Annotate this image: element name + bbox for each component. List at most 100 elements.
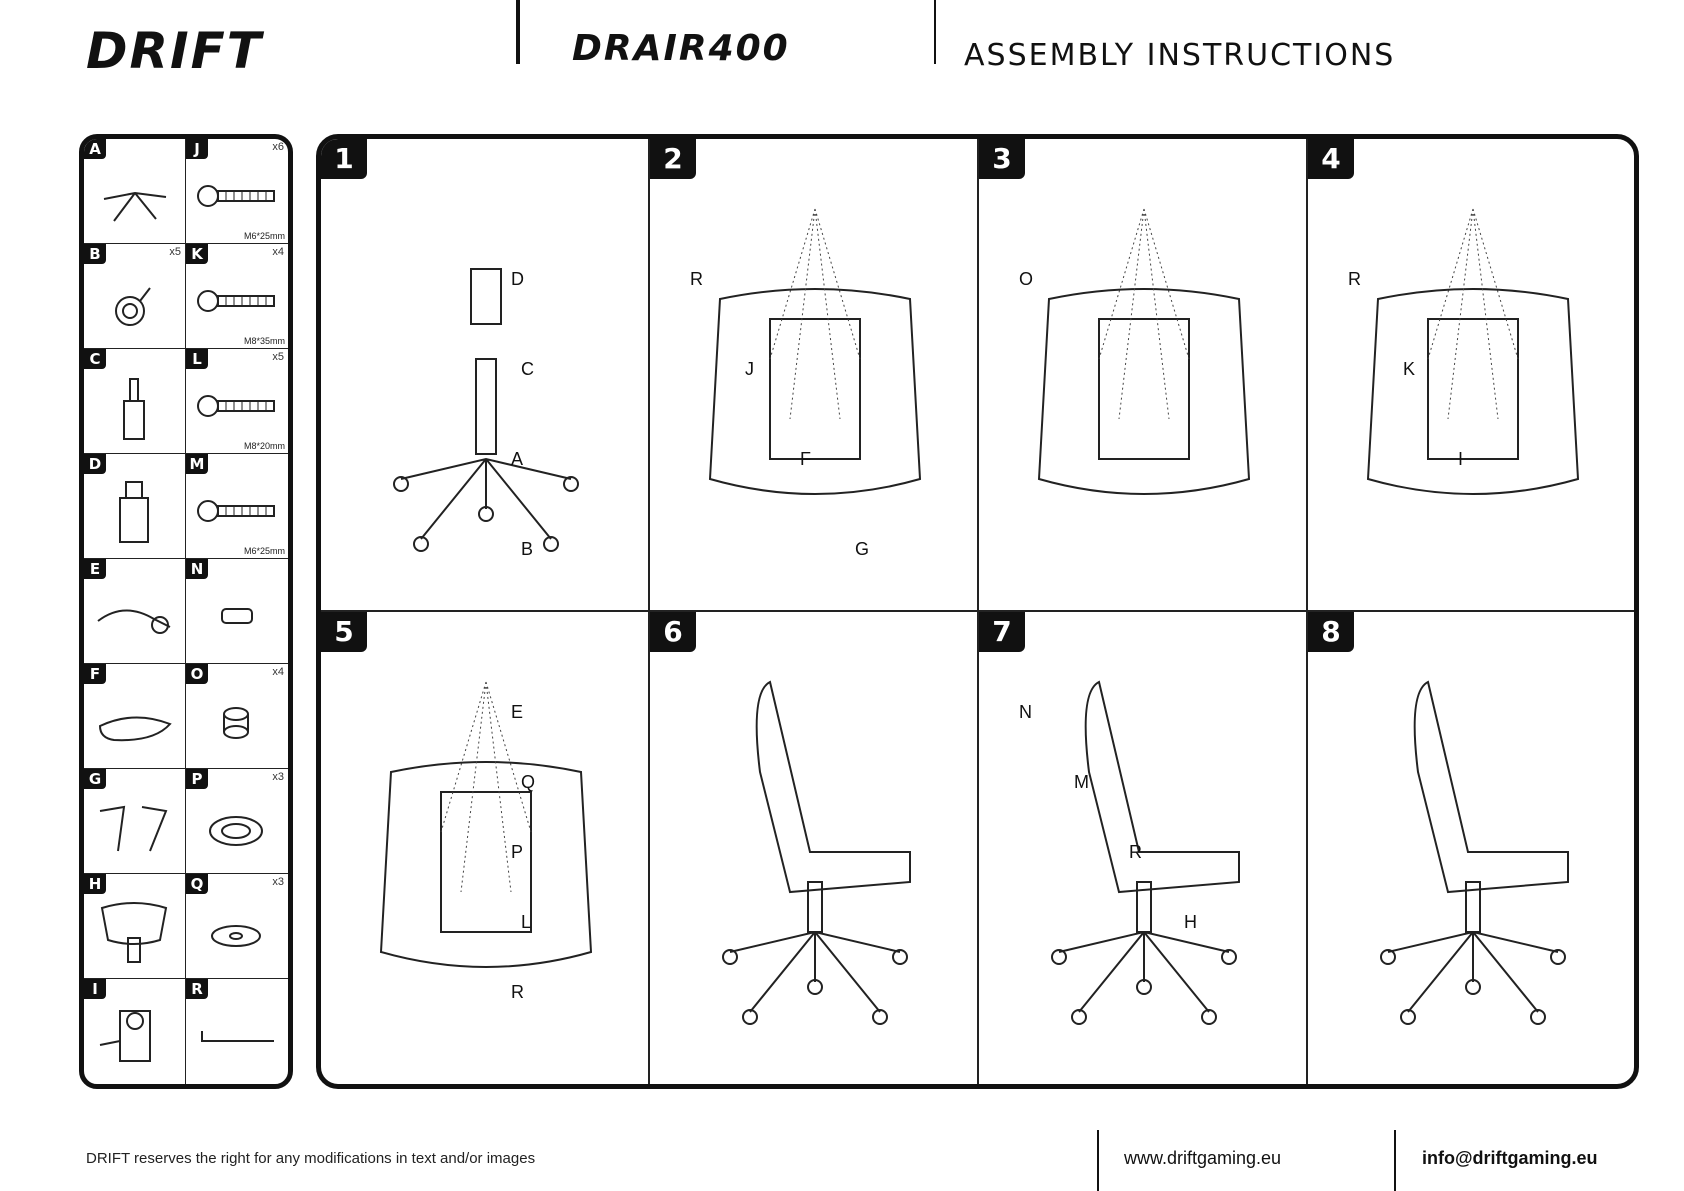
- callout-label: N: [1019, 702, 1032, 723]
- model-logo: DRAIR400: [572, 28, 790, 69]
- part-letter: H: [84, 874, 106, 894]
- callout-label: H: [1184, 912, 1197, 933]
- step-panel-8: 8: [1308, 612, 1634, 1084]
- part-letter: G: [84, 769, 106, 789]
- part-letter: F: [84, 664, 106, 684]
- step-illustration: [680, 179, 950, 599]
- part-cell-m: M M6*25mm: [186, 454, 288, 559]
- part-quantity: x4: [272, 666, 284, 678]
- callout-label: R: [1129, 842, 1142, 863]
- callout-label: O: [1019, 269, 1033, 290]
- part-letter: I: [84, 979, 106, 999]
- footer-divider: [1097, 1130, 1099, 1191]
- step-number: 2: [650, 139, 696, 179]
- tilt-mechanism-icon: [94, 1001, 176, 1071]
- part-quantity: x6: [272, 141, 284, 153]
- flat-washer-icon: [196, 896, 278, 966]
- callout-label: R: [511, 982, 524, 1003]
- bolt-icon: [196, 266, 278, 336]
- callout-label: G: [855, 539, 869, 560]
- part-cell-d: D: [84, 454, 186, 559]
- part-cell-i: I: [84, 979, 186, 1084]
- callout-label: J: [745, 359, 754, 380]
- part-cell-e: E: [84, 559, 186, 664]
- header-divider: [516, 0, 520, 64]
- step-illustration: [680, 652, 950, 1072]
- part-letter: M: [186, 454, 208, 474]
- seat-icon: [94, 686, 176, 756]
- part-quantity: x5: [169, 246, 181, 258]
- email-link[interactable]: info@driftgaming.eu: [1422, 1148, 1598, 1169]
- part-quantity: x3: [272, 771, 284, 783]
- callout-label: M: [1074, 772, 1089, 793]
- part-letter: R: [186, 979, 208, 999]
- step-illustration: [1009, 652, 1279, 1072]
- part-quantity: x3: [272, 876, 284, 888]
- part-letter: J: [186, 139, 208, 159]
- part-spec: M6*25mm: [244, 231, 285, 241]
- part-letter: L: [186, 349, 208, 369]
- page-title: ASSEMBLY INSTRUCTIONS: [964, 38, 1395, 73]
- bolt-icon: [196, 476, 278, 546]
- header-divider: [934, 0, 936, 64]
- part-spec: M6*25mm: [244, 546, 285, 556]
- step-illustration: [1338, 179, 1608, 599]
- part-cell-h: H: [84, 874, 186, 979]
- website-link[interactable]: www.driftgaming.eu: [1124, 1148, 1281, 1169]
- part-letter: A: [84, 139, 106, 159]
- star-base-icon: [94, 161, 176, 231]
- part-letter: E: [84, 559, 106, 579]
- callout-label: P: [511, 842, 523, 863]
- part-quantity: x4: [272, 246, 284, 258]
- step-number: 7: [979, 612, 1025, 652]
- step-illustration: [1009, 179, 1279, 599]
- allen-key-icon: [196, 1001, 278, 1071]
- callout-label: B: [521, 539, 533, 560]
- callout-label: C: [521, 359, 534, 380]
- step-number: 8: [1308, 612, 1354, 652]
- part-cell-f: F: [84, 664, 186, 769]
- callout-label: Q: [521, 772, 535, 793]
- part-letter: B: [84, 244, 106, 264]
- callout-label: R: [1348, 269, 1361, 290]
- step-number: 5: [321, 612, 367, 652]
- callout-label: E: [511, 702, 523, 723]
- spacer-icon: [196, 686, 278, 756]
- part-cell-r: R: [186, 979, 288, 1084]
- callout-label: R: [690, 269, 703, 290]
- callout-label: L: [521, 912, 531, 933]
- spring-washer-icon: [196, 791, 278, 861]
- footer-disclaimer: DRIFT reserves the right for any modific…: [86, 1150, 535, 1167]
- callout-label: A: [511, 449, 523, 470]
- step-number: 3: [979, 139, 1025, 179]
- step-number: 4: [1308, 139, 1354, 179]
- bolt-icon: [196, 161, 278, 231]
- bolt-icon: [196, 371, 278, 441]
- part-cell-n: N: [186, 559, 288, 664]
- part-spec: M8*20mm: [244, 441, 285, 451]
- step-number: 1: [321, 139, 367, 179]
- part-letter: N: [186, 559, 208, 579]
- part-letter: D: [84, 454, 106, 474]
- part-letter: Q: [186, 874, 208, 894]
- part-letter: P: [186, 769, 208, 789]
- brand-logo: DRIFT: [86, 22, 263, 80]
- footer-divider: [1394, 1130, 1396, 1191]
- headrest-icon: [94, 896, 176, 966]
- cap-icon: [196, 581, 278, 651]
- step-illustration: [1338, 652, 1608, 1072]
- step-number: 6: [650, 612, 696, 652]
- mechanism-lever-icon: [94, 581, 176, 651]
- gas-lift-icon: [94, 371, 176, 441]
- part-cell-g: G: [84, 769, 186, 874]
